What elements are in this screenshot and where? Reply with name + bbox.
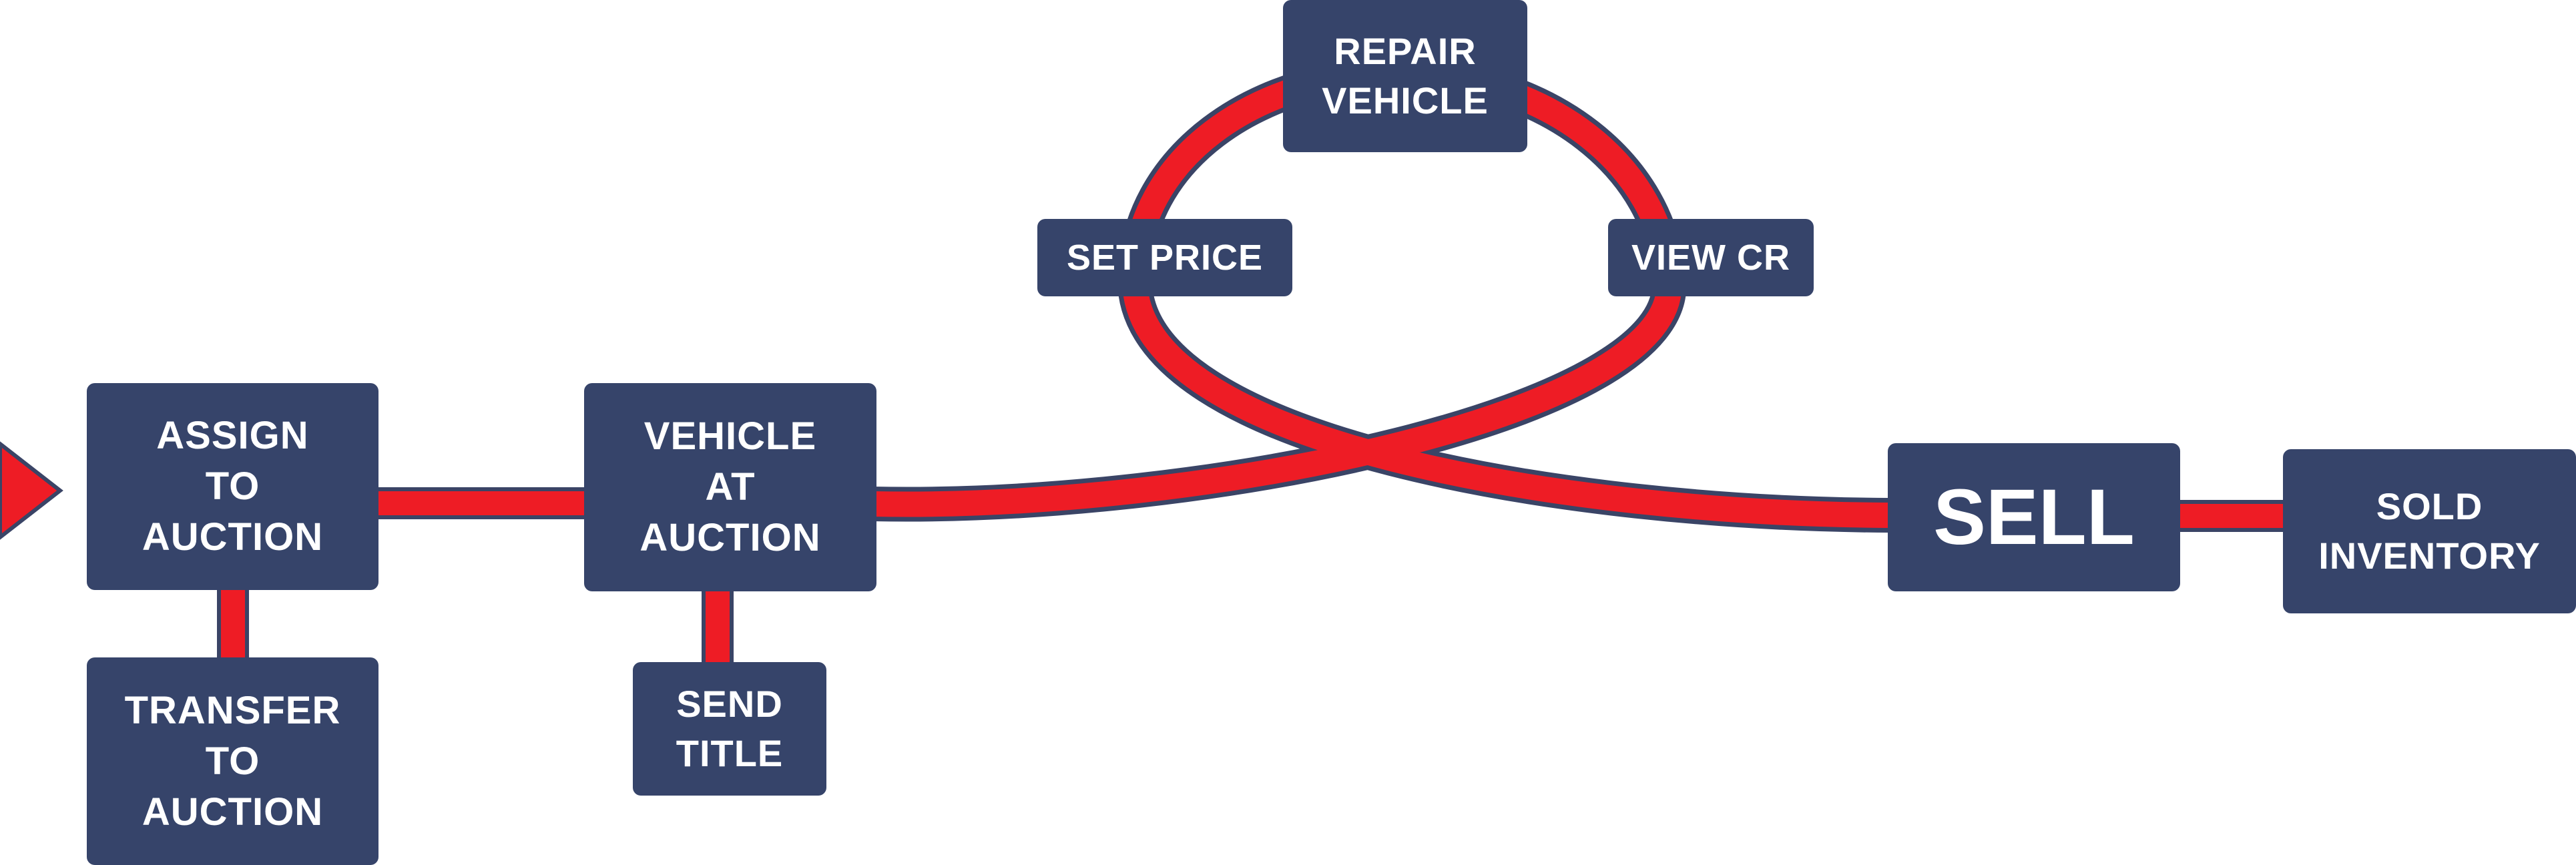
- node-assign-to-auction[interactable]: ASSIGN TO AUCTION: [87, 383, 378, 590]
- node-vehicle-at-auction[interactable]: VEHICLE AT AUCTION: [584, 383, 876, 591]
- node-sell[interactable]: SELL: [1888, 443, 2180, 591]
- node-view-cr[interactable]: VIEW CR: [1608, 219, 1814, 296]
- node-set-price[interactable]: SET PRICE: [1037, 219, 1292, 296]
- node-send-title[interactable]: SEND TITLE: [633, 662, 826, 796]
- node-sold-inventory[interactable]: SOLD INVENTORY: [2283, 449, 2576, 613]
- node-transfer-to-auction[interactable]: TRANSFER TO AUCTION: [87, 657, 378, 865]
- node-repair-vehicle[interactable]: REPAIR VEHICLE: [1283, 0, 1527, 152]
- start-arrow-icon: [0, 441, 63, 540]
